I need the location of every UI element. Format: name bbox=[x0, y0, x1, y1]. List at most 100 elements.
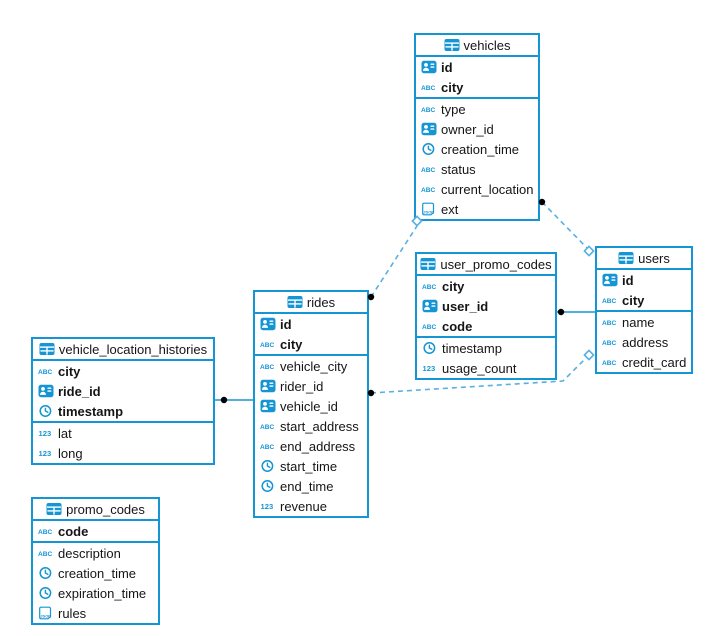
string-type-icon: ABC bbox=[422, 319, 438, 333]
clock-type-icon bbox=[260, 479, 276, 493]
field-label: city bbox=[280, 336, 303, 352]
relation-user_promo_codes-users bbox=[555, 308, 595, 316]
field-id: id bbox=[416, 57, 538, 77]
string-type-icon: ABC bbox=[602, 355, 618, 369]
field-label: timestamp bbox=[58, 403, 124, 419]
field-label: lat bbox=[58, 425, 72, 441]
svg-text:ABC: ABC bbox=[602, 298, 617, 305]
relation-endpoint-dot bbox=[557, 308, 565, 316]
field-lat: 123 lat bbox=[33, 423, 213, 443]
field-user_id: user_id bbox=[417, 296, 555, 316]
svg-text:ABC: ABC bbox=[421, 107, 436, 114]
clock-type-icon bbox=[38, 566, 54, 580]
clock-type-icon bbox=[260, 459, 276, 473]
field-id: id bbox=[255, 314, 367, 334]
field-label: rules bbox=[58, 605, 87, 621]
table-title: promo_codes bbox=[66, 501, 145, 517]
json-type-icon: JSON bbox=[38, 606, 54, 620]
section-divider bbox=[33, 421, 213, 423]
field-label: name bbox=[622, 314, 655, 330]
field-creation_time: creation_time bbox=[416, 139, 538, 159]
field-expiration_time: expiration_time bbox=[33, 583, 158, 603]
field-label: revenue bbox=[280, 498, 327, 514]
uuid-type-icon bbox=[422, 299, 438, 313]
clock-type-icon bbox=[38, 586, 54, 600]
field-label: id bbox=[441, 59, 453, 75]
table-header[interactable]: vehicles bbox=[416, 35, 538, 57]
clock-type-icon bbox=[38, 404, 54, 418]
relation-endpoint-dot bbox=[220, 396, 228, 404]
string-type-icon: ABC bbox=[421, 102, 437, 116]
table-header[interactable]: vehicle_location_histories bbox=[33, 339, 213, 361]
field-label: start_time bbox=[280, 458, 338, 474]
section-divider bbox=[417, 336, 555, 338]
section-divider bbox=[597, 310, 691, 312]
table-icon bbox=[287, 295, 303, 309]
table-header[interactable]: users bbox=[597, 248, 691, 270]
field-ride_id: ride_id bbox=[33, 381, 213, 401]
json-type-icon: JSON bbox=[421, 202, 437, 216]
field-label: long bbox=[58, 445, 83, 461]
string-type-icon: ABC bbox=[38, 364, 54, 378]
section-divider bbox=[33, 541, 158, 543]
field-label: status bbox=[441, 161, 476, 177]
svg-text:ABC: ABC bbox=[260, 342, 275, 349]
uuid-type-icon bbox=[602, 273, 618, 287]
table-icon bbox=[46, 502, 62, 516]
field-label: code bbox=[442, 318, 473, 334]
table-header[interactable]: promo_codes bbox=[33, 499, 158, 521]
svg-text:ABC: ABC bbox=[260, 364, 275, 371]
field-label: expiration_time bbox=[58, 585, 147, 601]
field-label: creation_time bbox=[441, 141, 520, 157]
field-label: rider_id bbox=[280, 378, 324, 394]
uuid-type-icon bbox=[260, 379, 276, 393]
field-label: ride_id bbox=[58, 383, 101, 399]
field-label: start_address bbox=[280, 418, 359, 434]
relation-vehicles-users bbox=[538, 198, 595, 257]
field-label: end_time bbox=[280, 478, 334, 494]
field-code: ABC code bbox=[33, 521, 158, 541]
field-label: end_address bbox=[280, 438, 356, 454]
table-header[interactable]: user_promo_codes bbox=[417, 254, 555, 276]
string-type-icon: ABC bbox=[260, 359, 276, 373]
field-name: ABC name bbox=[597, 312, 691, 332]
string-type-icon: ABC bbox=[421, 162, 437, 176]
svg-text:ABC: ABC bbox=[421, 85, 436, 92]
svg-text:ABC: ABC bbox=[38, 529, 53, 536]
number-type-icon: 123 bbox=[38, 426, 54, 440]
field-label: code bbox=[58, 523, 89, 539]
field-label: city bbox=[58, 363, 81, 379]
uuid-type-icon bbox=[38, 384, 54, 398]
table-title: vehicle_location_histories bbox=[58, 341, 208, 357]
svg-text:ABC: ABC bbox=[422, 324, 437, 331]
field-end_time: end_time bbox=[255, 476, 367, 496]
field-city: ABC city bbox=[255, 334, 367, 354]
svg-text:123: 123 bbox=[39, 449, 52, 458]
table-title: vehicles bbox=[463, 37, 511, 53]
table-header[interactable]: rides bbox=[255, 292, 367, 314]
svg-text:JSON: JSON bbox=[40, 613, 51, 618]
svg-text:ABC: ABC bbox=[260, 444, 275, 451]
svg-text:ABC: ABC bbox=[421, 167, 436, 174]
section-divider bbox=[255, 354, 367, 356]
relation-vehicle_location_histories-rides bbox=[215, 396, 253, 404]
svg-text:ABC: ABC bbox=[422, 284, 437, 291]
field-vehicle_city: ABC vehicle_city bbox=[255, 356, 367, 376]
string-type-icon: ABC bbox=[421, 182, 437, 196]
svg-text:ABC: ABC bbox=[602, 320, 617, 327]
field-label: vehicle_id bbox=[280, 398, 338, 414]
table-icon bbox=[420, 257, 436, 271]
field-code: ABC code bbox=[417, 316, 555, 336]
field-label: vehicle_city bbox=[280, 358, 348, 374]
